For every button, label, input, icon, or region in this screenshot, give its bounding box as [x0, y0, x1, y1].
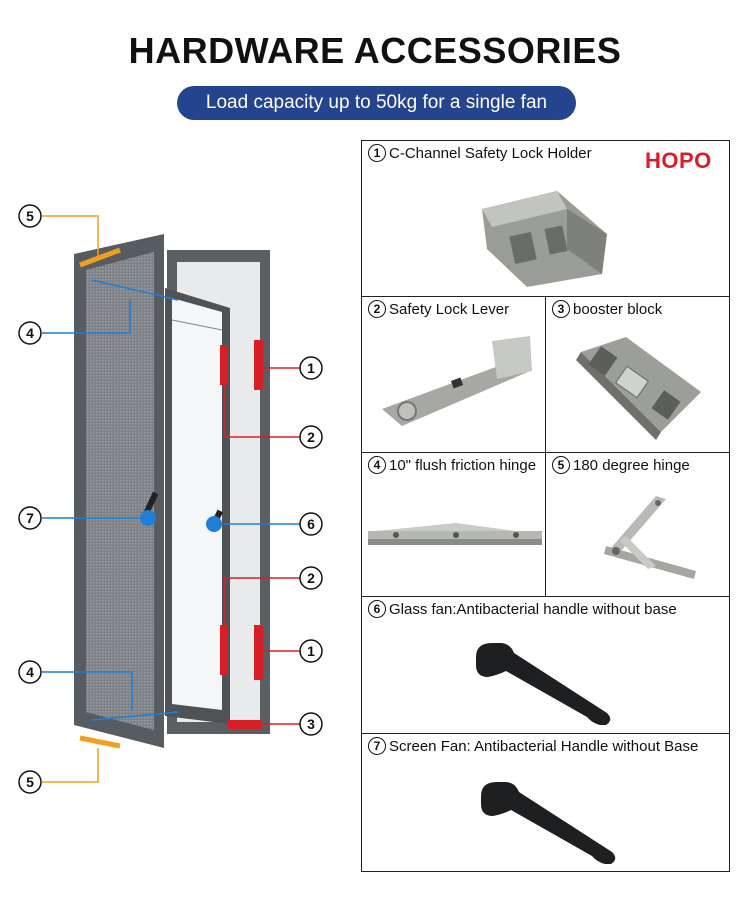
panel-friction-hinge: 4 10" flush friction hinge [361, 452, 546, 597]
lock-holder-marker-top [254, 340, 263, 390]
degree-hinge-icon [604, 496, 696, 579]
callout-4-top: 4 [26, 325, 34, 341]
lock-lever-icon [382, 336, 532, 426]
panel-label: 10" flush friction hinge [389, 456, 537, 474]
panel-number: 6 [368, 600, 386, 618]
panel-label: booster block [573, 300, 663, 318]
booster-block-marker [228, 720, 262, 729]
panel-lock-holder: 1 C-Channel Safety Lock Holder HOPO [361, 140, 730, 297]
screen-mesh-pattern [86, 252, 154, 730]
lock-holder-marker-bottom [254, 625, 263, 680]
lock-holder-icon [482, 191, 607, 287]
panel-number: 4 [368, 456, 386, 474]
window-diagram: 5 4 1 2 7 6 2 1 4 3 5 [18, 204, 323, 794]
callout-1-top: 1 [307, 360, 315, 376]
panel-label: Glass fan:Antibacterial handle without b… [389, 600, 677, 618]
panel-label: C-Channel Safety Lock Holder [389, 144, 592, 162]
handle-icon [476, 643, 611, 725]
handle-icon [481, 782, 616, 864]
callout-6: 6 [307, 516, 315, 532]
panel-number: 2 [368, 300, 386, 318]
callout-3: 3 [307, 716, 315, 732]
panel-lock-lever: 2 Safety Lock Lever [361, 296, 546, 453]
panel-number: 1 [368, 144, 386, 162]
callout-5-bottom: 5 [26, 774, 34, 790]
panel-number: 3 [552, 300, 570, 318]
callout-5-top: 5 [26, 208, 34, 224]
callout-7: 7 [26, 510, 34, 526]
lock-lever-marker-top [220, 345, 228, 385]
lock-lever-marker-bottom [220, 625, 228, 675]
panel-degree-hinge: 5 180 degree hinge [545, 452, 730, 597]
panel-label: Safety Lock Lever [389, 300, 510, 318]
panel-screen-handle: 7 Screen Fan: Antibacterial Handle witho… [361, 733, 730, 872]
friction-hinge-icon [368, 523, 542, 545]
hinge-marker-bottom [79, 735, 121, 749]
glass-pane [172, 298, 222, 710]
callout-1-bottom: 1 [307, 643, 315, 659]
handle-dot-7 [140, 510, 156, 526]
panel-number: 7 [368, 737, 386, 755]
screen-handle [143, 491, 159, 515]
panel-booster-block: 3 booster block [545, 296, 730, 453]
hinge-marker-top [79, 247, 121, 268]
callout-2-bottom: 2 [307, 570, 315, 586]
panel-label: 180 degree hinge [573, 456, 690, 474]
handle-dot-6 [206, 516, 222, 532]
booster-block-icon [576, 337, 701, 440]
page-title: HARDWARE ACCESSORIES [128, 30, 622, 71]
panel-glass-handle: 6 Glass fan:Antibacterial handle without… [361, 596, 730, 734]
callout-2-top: 2 [307, 429, 315, 445]
callout-4-bottom: 4 [26, 664, 34, 680]
panel-number: 5 [552, 456, 570, 474]
subtitle-banner: Load capacity up to 50kg for a single fa… [177, 86, 576, 120]
hopo-logo: HOPO [645, 148, 712, 173]
panel-label: Screen Fan: Antibacterial Handle without… [389, 737, 699, 755]
